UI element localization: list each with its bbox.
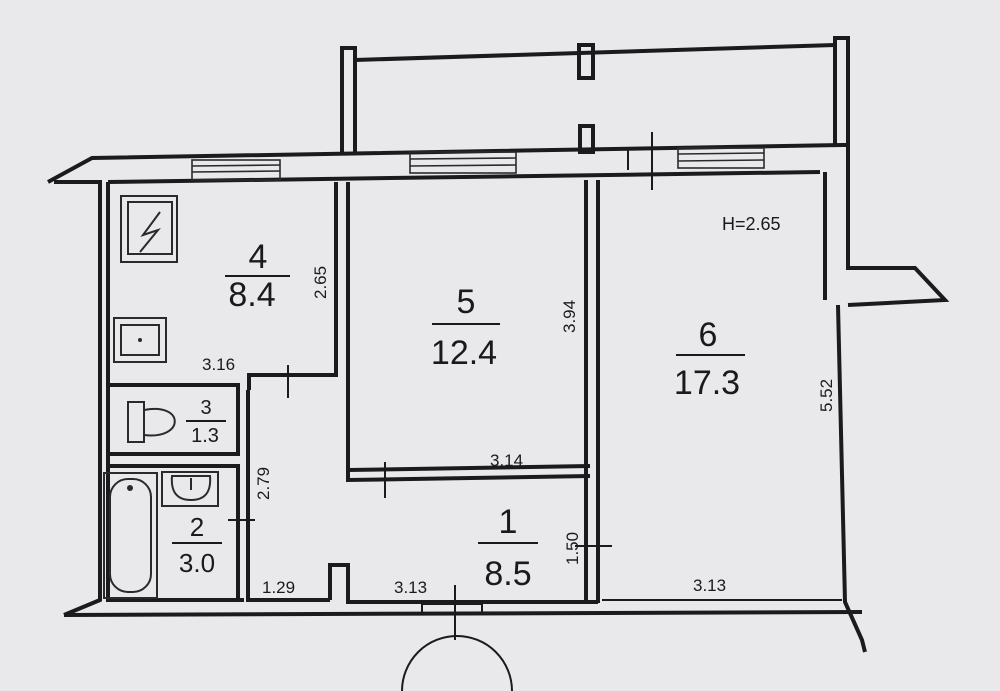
room4-width-dimension: 3.16 <box>202 355 235 374</box>
room-number: 5 <box>457 283 476 321</box>
bathtub-icon <box>103 472 158 599</box>
balcony <box>340 36 850 154</box>
room-area: 17.3 <box>674 364 740 402</box>
doors <box>401 603 513 691</box>
room5-width-dimension: 3.14 <box>490 451 523 470</box>
room-3-label: 3 1.3 <box>186 397 226 447</box>
room-area: 8.4 <box>228 276 275 314</box>
room-number: 3 <box>200 397 211 419</box>
room-6-label: 6 17.3 <box>674 316 745 402</box>
corridor-height-dimension: 2.79 <box>254 467 273 500</box>
kitchen-sink-icon <box>113 317 167 363</box>
room-1-label: 1 8.5 <box>478 503 538 593</box>
hall-width-dimension: 3.13 <box>394 578 427 597</box>
room-5-label: 5 12.4 <box>431 283 500 372</box>
room-4-label: 4 8.4 <box>225 238 290 314</box>
room-area: 8.5 <box>484 555 531 593</box>
room-area: 3.0 <box>179 548 215 578</box>
washbasin-icon <box>161 471 219 507</box>
room-area: 12.4 <box>431 334 497 372</box>
room-area: 1.3 <box>191 425 219 447</box>
hall-height-dimension: 1.50 <box>563 532 582 565</box>
corridor-width-dimension: 1.29 <box>262 578 295 597</box>
room5-height-dimension: 3.94 <box>560 300 579 333</box>
interior-walls <box>108 180 842 640</box>
windows <box>191 132 765 190</box>
room-number: 4 <box>249 238 268 276</box>
toilet-icon <box>127 401 176 443</box>
room6-width-dimension: 3.13 <box>693 576 726 595</box>
room-number: 1 <box>499 503 518 541</box>
room-number: 6 <box>699 316 718 354</box>
kitchen-stove-icon <box>120 195 178 263</box>
ceiling-height-label: H=2.65 <box>722 214 781 234</box>
room4-height-dimension: 2.65 <box>311 266 330 299</box>
room-2-label: 2 3.0 <box>172 512 222 578</box>
room6-height-dimension: 5.52 <box>817 379 836 412</box>
room-number: 2 <box>190 512 204 542</box>
